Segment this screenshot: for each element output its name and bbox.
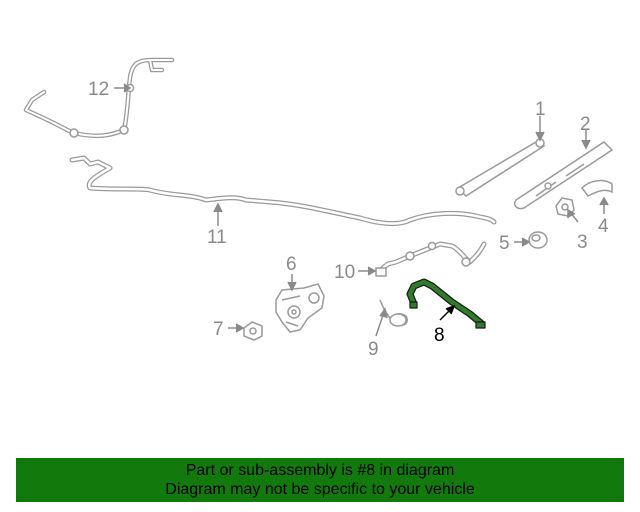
part-1-wiper-arm[interactable] [455,138,546,197]
callout-1: 1 [535,99,546,120]
part-6-wiper-motor[interactable] [275,283,325,333]
part-8-highlighted-hose[interactable] [406,278,486,329]
leader-lines [114,83,609,337]
callout-7: 7 [213,319,224,340]
callout-12: 12 [88,79,109,100]
leader-line-8 [439,304,456,321]
banner-line-2: Diagram may not be specific to your vehi… [165,481,475,498]
part-2-wiper-blade[interactable] [513,141,614,210]
callout-2: 2 [580,114,591,135]
callout-8: 8 [434,325,445,346]
callout-9: 9 [368,339,379,360]
callout-11: 11 [207,227,227,248]
callout-5: 5 [499,233,510,254]
part-5-grommet[interactable] [528,231,548,249]
callout-10: 10 [334,262,355,283]
part-7-bolt[interactable] [243,321,263,341]
part-10-hose-connector[interactable] [375,241,487,277]
part-11-long-washer-hose[interactable] [69,155,497,227]
banner-line-1: Part or sub-assembly is #8 in diagram [185,462,455,479]
callout-3: 3 [577,232,588,253]
callout-4: 4 [598,216,609,237]
callout-6: 6 [286,254,297,275]
info-banner: Part or sub-assembly is #8 in diagram Di… [16,458,624,502]
part-4-cap[interactable] [581,179,613,197]
part-9-nozzle[interactable] [379,299,408,327]
